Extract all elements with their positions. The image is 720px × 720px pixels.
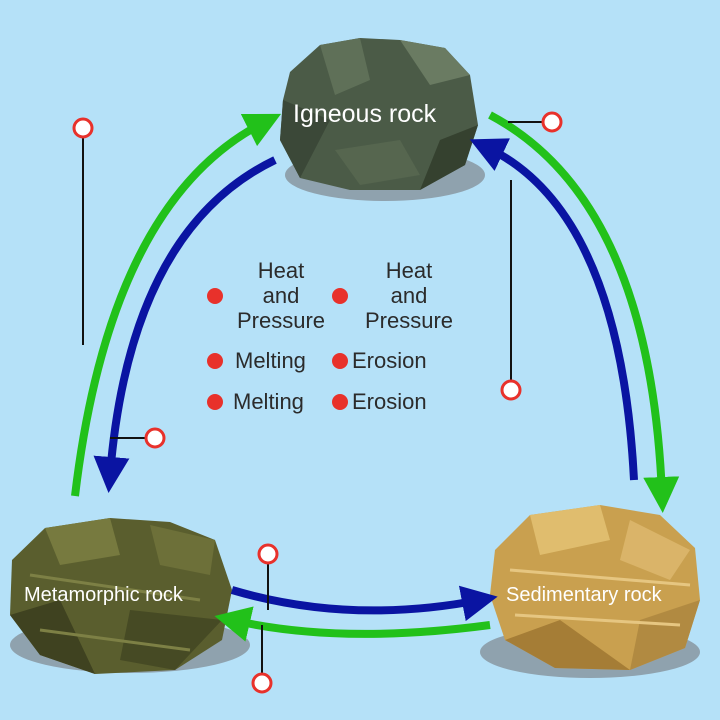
option-label: Erosion [352,389,427,414]
sedimentary-rock-image [480,505,700,678]
option-line: Pressure [364,308,454,333]
arrow-sedimentary-to-igneous [469,138,638,481]
option-heat-and-pressure[interactable]: Heat and Pressure [332,258,464,333]
option-erosion[interactable]: Erosion [332,348,427,373]
option-label: Melting [235,348,306,373]
arrow-igneous-to-sedimentary [488,111,680,513]
option-label: Melting [233,389,304,414]
arrow-igneous-to-metamorphic [93,156,277,493]
drop-target-marker[interactable] [508,111,563,133]
metamorphic-rock-label: Metamorphic rock [24,584,183,606]
drop-target-marker[interactable] [500,180,522,401]
option-line: Pressure [236,308,326,333]
option-dot [332,287,348,304]
option-label: Heat and Pressure [354,258,464,333]
arrow-metamorphic-to-sedimentary [230,585,498,622]
option-melting[interactable]: Melting [207,348,306,373]
option-dot [207,352,223,369]
option-line: and [262,283,300,308]
drop-target-marker[interactable] [72,117,94,345]
option-line: Heat [257,258,305,283]
metamorphic-rock-image [10,518,250,674]
drop-target-marker[interactable] [110,427,166,449]
option-heat-and-pressure[interactable]: Heat and Pressure [207,258,335,333]
option-line: and [390,283,428,308]
option-erosion[interactable]: Erosion [332,389,427,414]
drop-target-marker[interactable] [251,625,273,694]
option-dot [207,287,223,304]
igneous-rock-image [280,38,485,201]
arrow-sedimentary-to-metamorphic [214,606,491,642]
arrow-metamorphic-to-igneous [71,113,282,497]
option-label: Heat and Pressure [227,258,335,333]
option-label: Erosion [352,348,427,373]
option-line: Heat [385,258,433,283]
option-melting[interactable]: Melting [207,389,304,414]
option-dot [207,393,223,410]
igneous-rock-label: Igneous rock [293,100,437,128]
option-dot [332,393,348,410]
option-dot [332,352,348,369]
drop-target-marker[interactable] [257,543,279,610]
sedimentary-rock-label: Sedimentary rock [506,584,662,606]
